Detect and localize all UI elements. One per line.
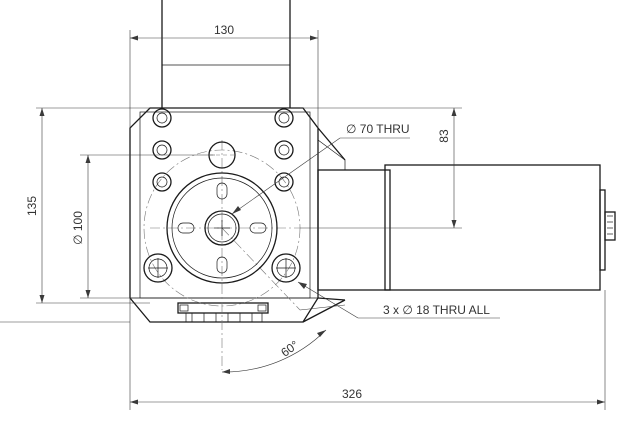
main-housing [129, 107, 346, 323]
dimension-dia-100: ∅ 100 [71, 154, 215, 299]
dimension-angle-label: 60° [278, 338, 301, 360]
central-bore [166, 172, 278, 284]
dimension-326-label: 326 [342, 387, 362, 401]
dimension-dia-100-label: ∅ 100 [71, 211, 85, 245]
slotted-holes [177, 182, 267, 274]
dimension-130: 130 [129, 23, 319, 128]
callout-thru-hole-label: ∅ 70 THRU [346, 122, 410, 136]
dimension-326: 326 [129, 290, 606, 410]
callout-bolt-holes-label: 3 x ∅ 18 THRU ALL [383, 303, 490, 317]
dimension-angle: 60° [221, 304, 346, 374]
dimension-135-label: 135 [25, 196, 39, 216]
bottom-flange [177, 302, 269, 323]
dimension-83: 83 [300, 107, 462, 229]
callout-bolt-holes: 3 x ∅ 18 THRU ALL [297, 281, 500, 319]
bolt-holes-left [152, 108, 172, 192]
column-extension [161, 0, 291, 108]
dimension-135: 135 [25, 107, 150, 304]
motor-body [317, 139, 616, 291]
dimension-83-label: 83 [437, 129, 451, 143]
bolt-holes-right [274, 108, 294, 192]
dimension-130-label: 130 [214, 23, 234, 37]
callout-thru-hole: ∅ 70 THRU [231, 122, 410, 215]
counterbore-holes [143, 253, 301, 283]
